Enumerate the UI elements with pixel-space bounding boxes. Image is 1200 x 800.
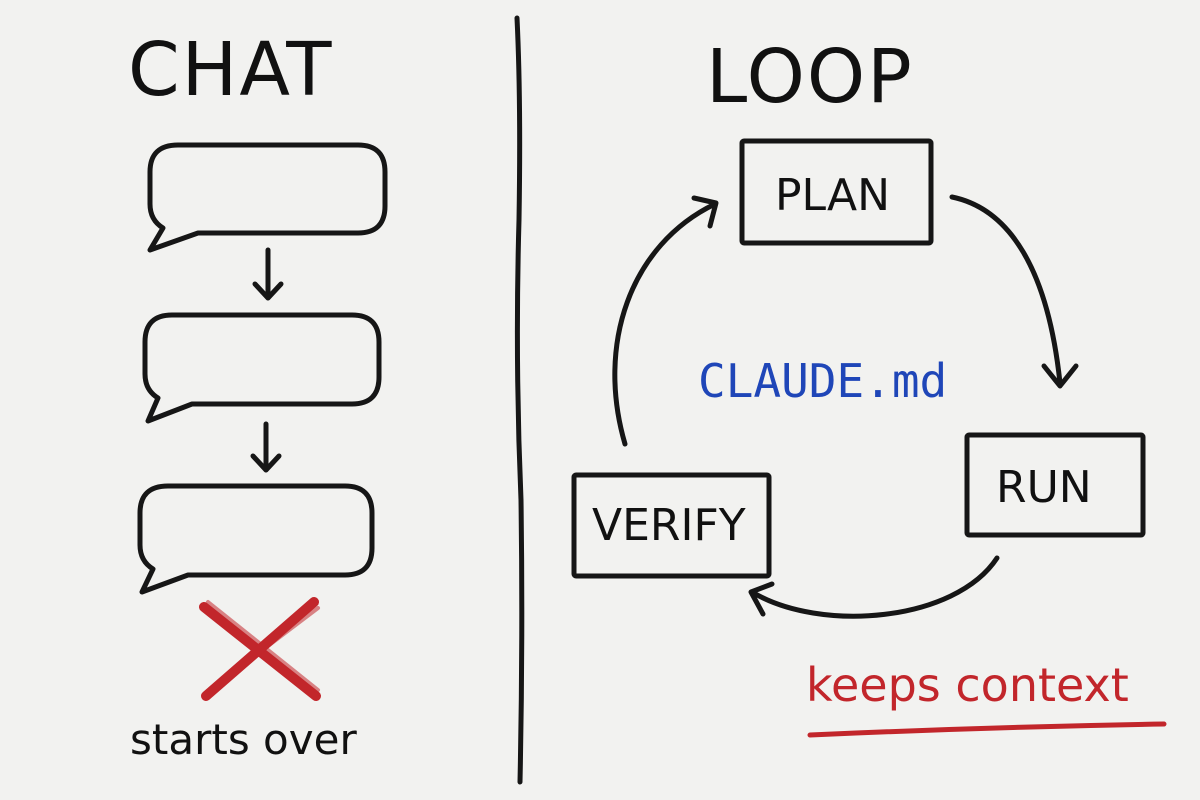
loop-title: LOOP <box>706 34 914 120</box>
run-step-label: RUN <box>996 462 1092 513</box>
run-to-verify-arrow <box>749 555 1000 619</box>
run-box <box>964 432 1146 538</box>
verify-box <box>571 472 772 579</box>
verify-to-plan-arrow <box>612 201 718 447</box>
plan-to-run-arrow <box>949 194 1063 386</box>
chat-bubble-1 <box>147 142 388 253</box>
starts-over-label: starts over <box>130 715 357 764</box>
keeps-context-underline <box>807 721 1167 738</box>
chat-title: CHAT <box>128 27 333 113</box>
plan-box <box>739 138 934 246</box>
claude-md-label: CLAUDE.md <box>698 354 947 408</box>
chat-bubble-3 <box>137 483 375 595</box>
plan-step-label: PLAN <box>775 170 890 221</box>
chat-bubble-2 <box>142 312 382 424</box>
red-x-icon <box>199 597 321 701</box>
verify-step-label: VERIFY <box>592 500 746 551</box>
panel-divider <box>514 15 525 785</box>
keeps-context-label: keeps context <box>806 658 1129 712</box>
